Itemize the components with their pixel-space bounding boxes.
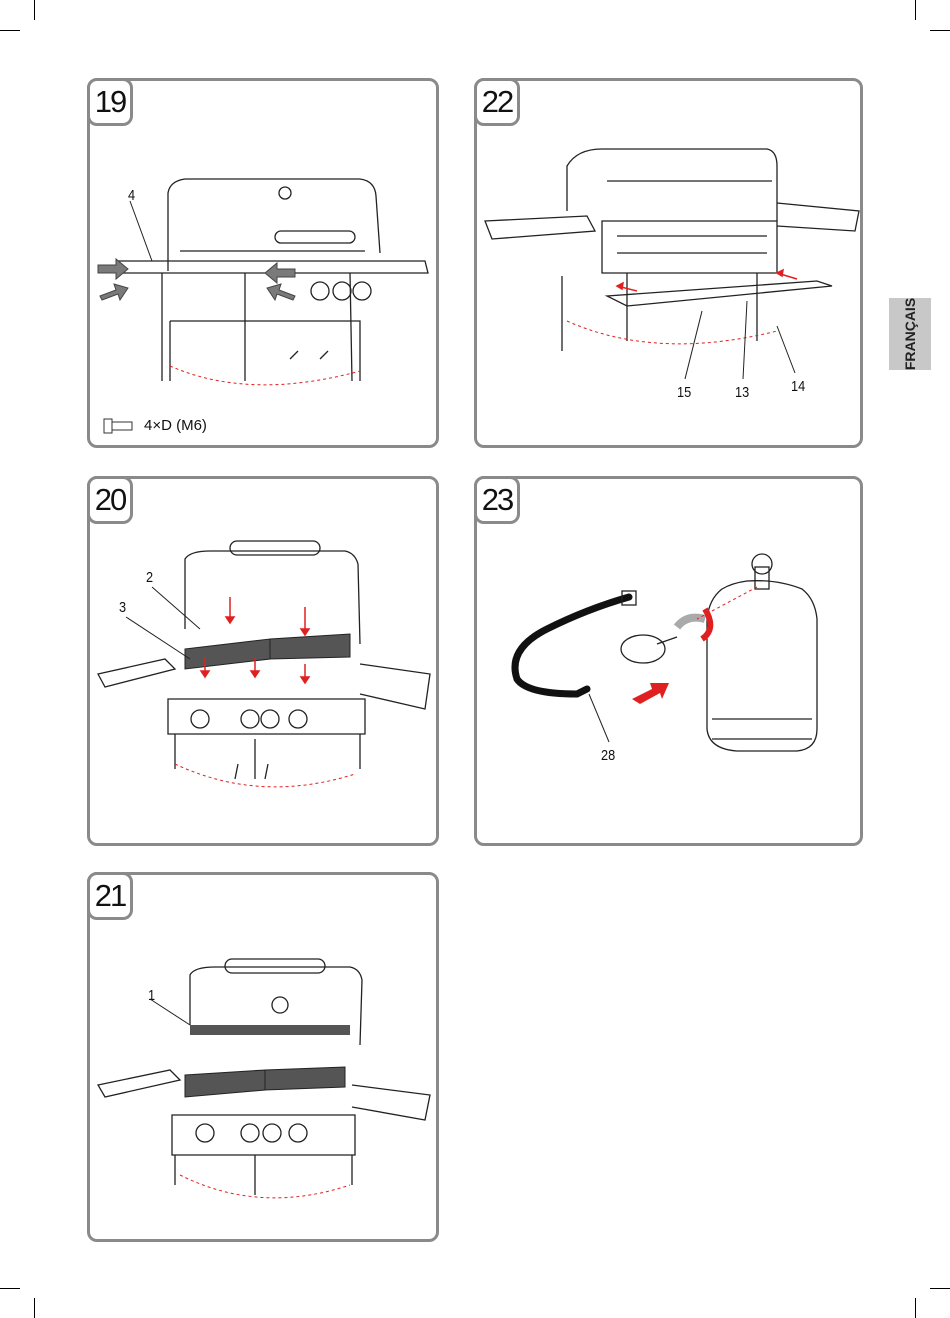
crop-mark [930, 1288, 950, 1289]
illustration-cooking-grates [90, 479, 442, 849]
crop-mark [915, 1298, 916, 1318]
step-number: 22 [474, 78, 520, 126]
push-arrow-icon [98, 259, 295, 300]
bolt-note-text: 4×D (M6) [144, 417, 207, 434]
illustration-grill-side-shelf [90, 81, 442, 451]
bolt-icon [104, 419, 132, 433]
crop-mark [930, 30, 950, 31]
part-label: 28 [601, 747, 615, 764]
part-label: 4 [128, 187, 135, 204]
part-label: 14 [791, 378, 805, 395]
part-label: 13 [735, 384, 749, 401]
part-label: 1 [148, 987, 155, 1004]
step-panel-22: 22 15 13 14 [474, 78, 863, 448]
step-panel-19: 19 4 4×D (M6) [87, 78, 439, 448]
step-number: 19 [87, 78, 133, 126]
language-tab: FRANÇAIS [889, 298, 931, 370]
illustration-warming-rack [90, 875, 442, 1245]
step-panel-23: 23 28 [474, 476, 863, 846]
crop-mark [0, 1288, 20, 1289]
crop-mark [34, 0, 35, 20]
part-label: 2 [146, 569, 153, 586]
bolt-note: 4×D (M6) [144, 417, 207, 434]
language-tab-label: FRANÇAIS [902, 298, 918, 370]
illustration-grease-tray [477, 81, 866, 451]
step-number: 23 [474, 476, 520, 524]
crop-mark [915, 0, 916, 20]
step-panel-21: 21 1 [87, 872, 439, 1242]
step-panel-20: 20 2 3 [87, 476, 439, 846]
step-number: 20 [87, 476, 133, 524]
illustration-gas-cylinder [477, 479, 866, 849]
crop-mark [34, 1298, 35, 1318]
crop-mark [0, 30, 20, 31]
step-number: 21 [87, 872, 133, 920]
part-label: 3 [119, 599, 126, 616]
rotate-arrow-icon [677, 609, 710, 639]
push-arrow-icon [632, 683, 669, 704]
part-label: 15 [677, 384, 691, 401]
